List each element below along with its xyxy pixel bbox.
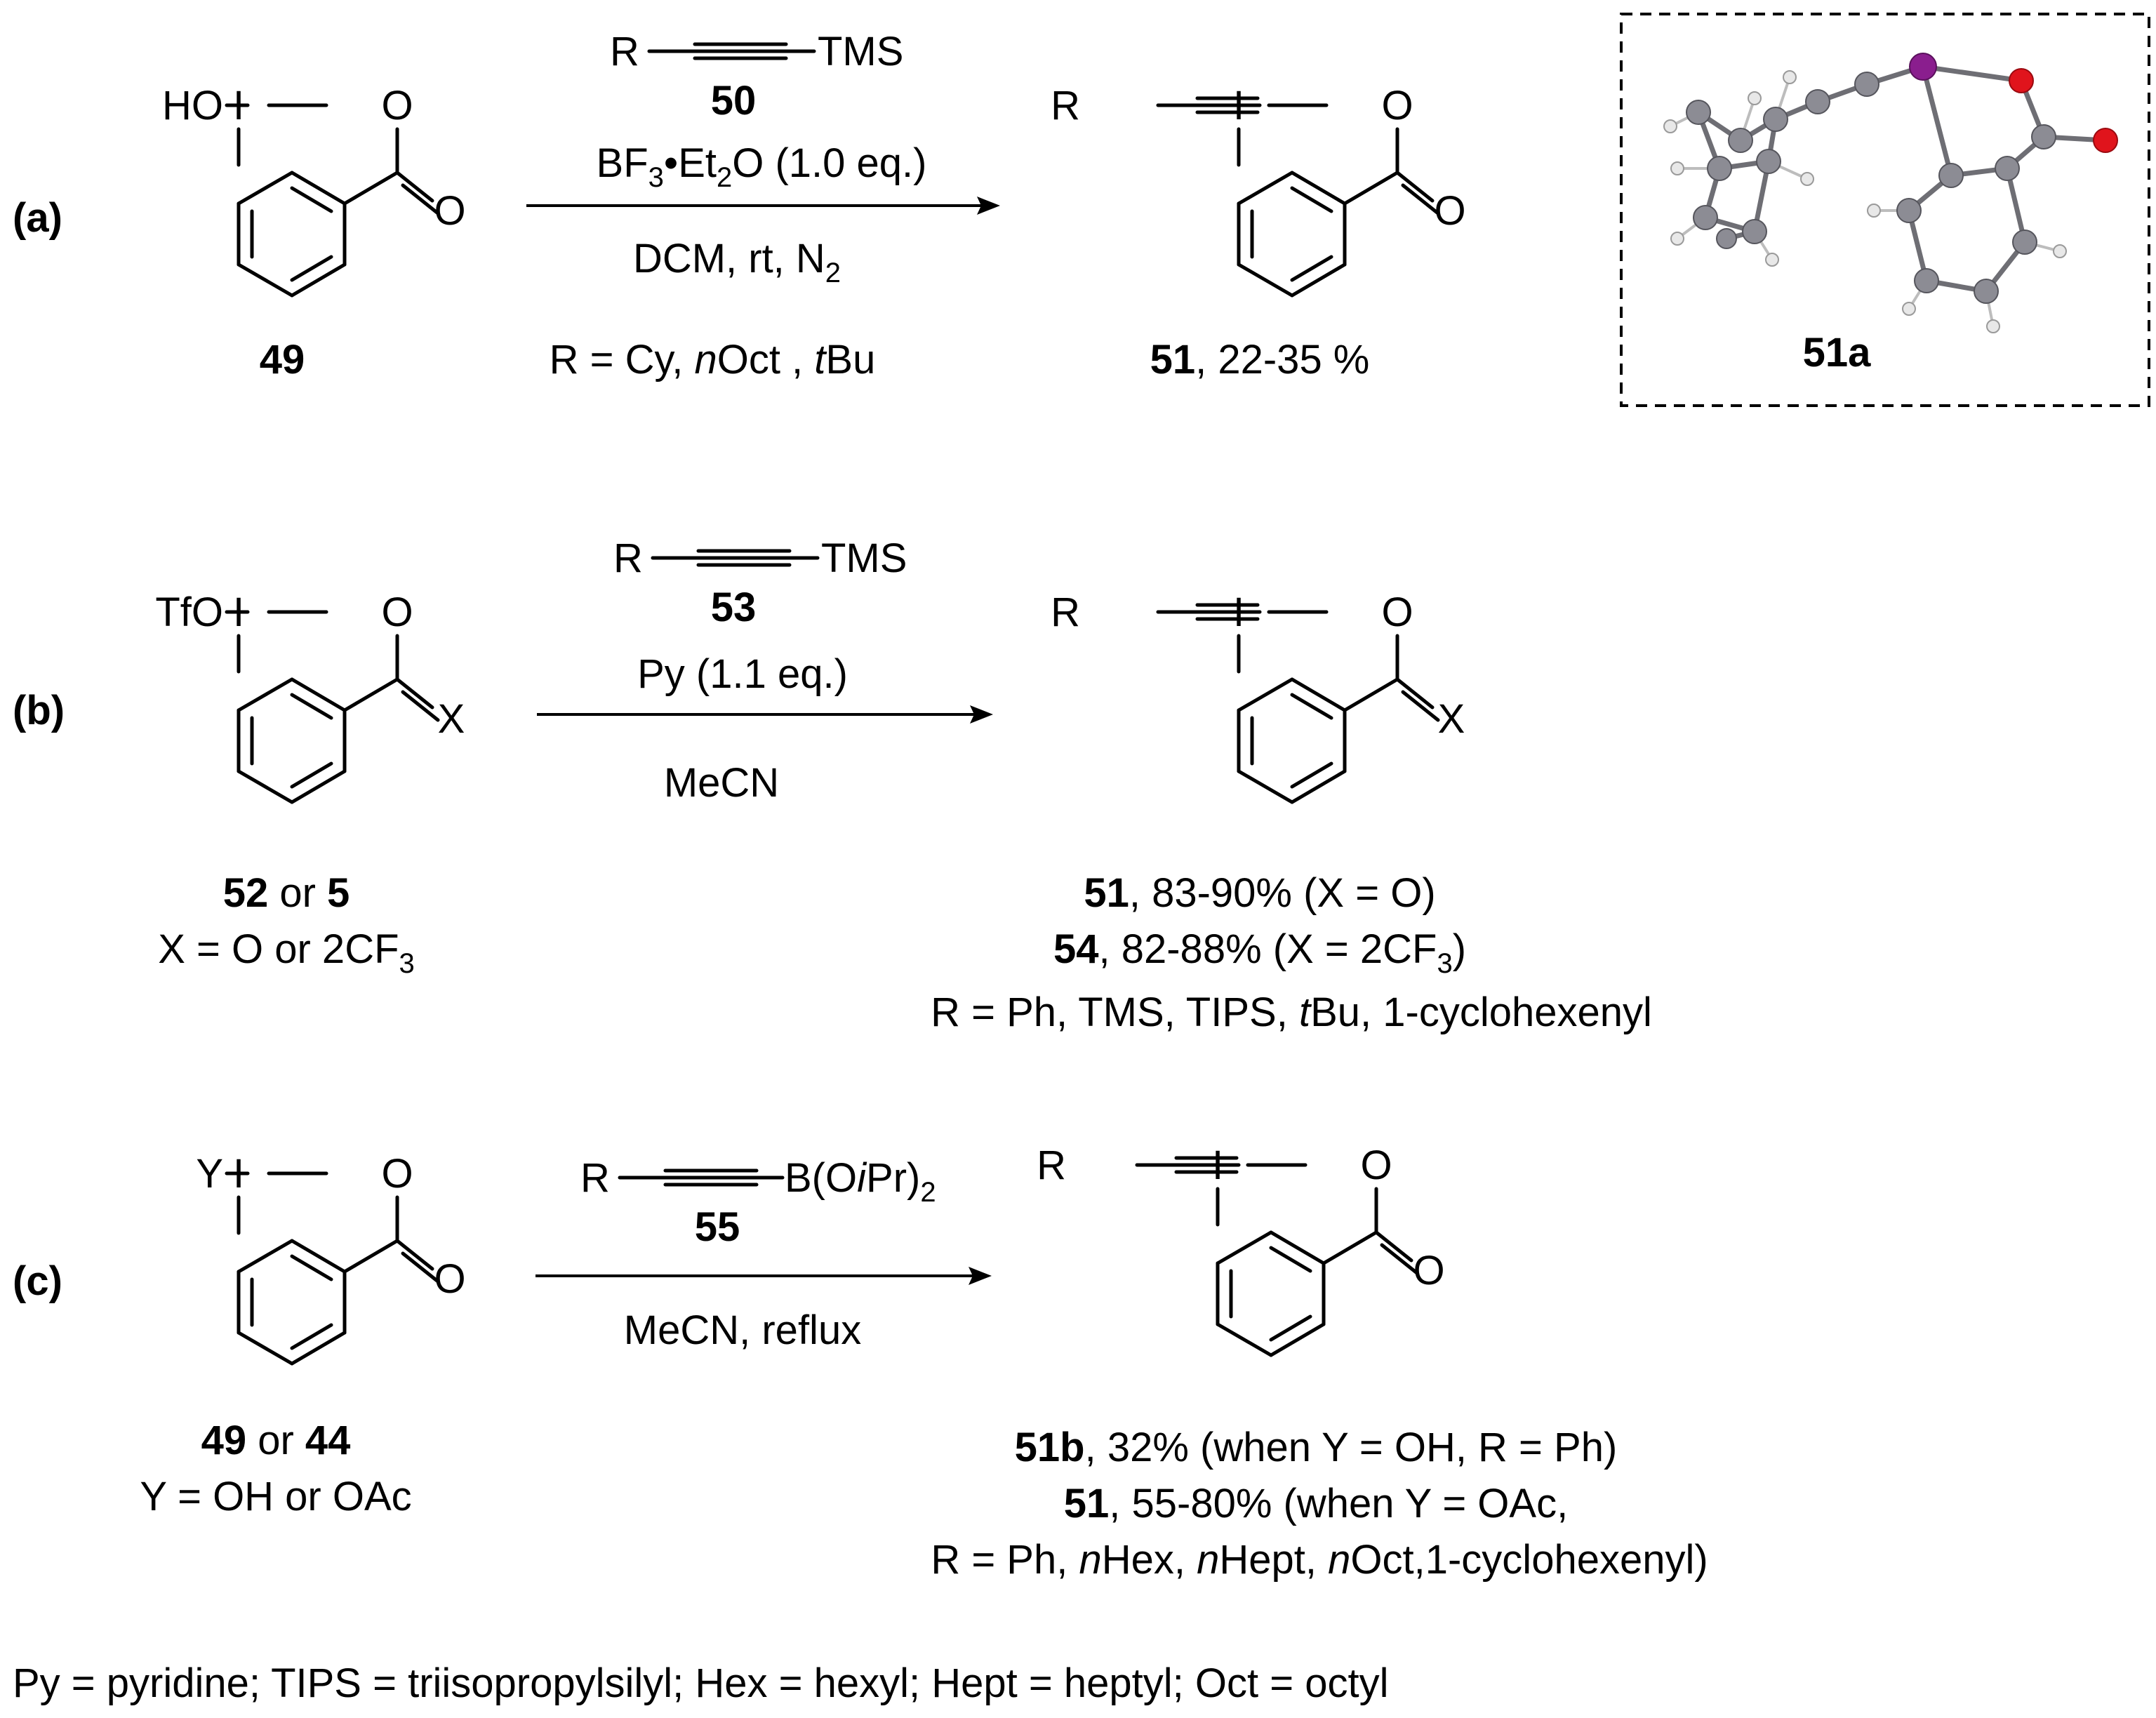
atom-x: X [438,696,465,742]
product-51-yield: 51, 83-90% (X = O) [1084,870,1435,916]
condition-dcm: DCM, rt, N2 [633,236,841,288]
r-definition: R = Cy, nOct , tBu [550,337,876,382]
carbonyl-oxygen-sphere [2093,128,2118,153]
reagent-boronate: B(OiPr)2 [785,1155,936,1208]
product-54-yield: 54, 82-88% (X = 2CF3) [1053,926,1466,979]
reagent-r: R [613,535,643,581]
atom-oxygen: O [1360,1143,1392,1188]
atom-carbonyl-oxygen: O [434,1256,465,1302]
atom-oxygen: O [381,1151,413,1197]
product-51b-yield: 51b, 32% (when Y = OH, R = Ph) [1015,1425,1618,1470]
panel-b: (b) I O X TfO 52 or 5 X = O or 2CF3 R TM… [13,535,1652,1035]
atom-oxygen: O [1381,590,1413,635]
iodine-substituent: TfO [155,590,223,635]
r-definition: R = Ph, TMS, TIPS, tBu, 1-cyclohexenyl [931,990,1652,1035]
reaction-arrow [526,197,1000,215]
panel-c: (c) I O O Y 49 or 44 Y = OH or OAc R B(O… [13,1143,1708,1583]
panel-a-label: (a) [13,195,62,241]
atom-iodine: I [1233,590,1244,635]
atom-oxygen: O [1381,83,1413,128]
condition-bf3: BF3•Et2O (1.0 eq.) [597,140,927,193]
atom-carbonyl-oxygen: O [1413,1248,1444,1293]
condition-py: Py (1.1 eq.) [637,651,848,697]
reaction-arrow [537,705,993,724]
r-definition: R = Ph, nHex, nHept, nOct,1-cyclohexenyl… [931,1537,1708,1583]
condition-mecn: MeCN [664,760,779,806]
atom-iodine: I [233,1151,244,1197]
product-r: R [1051,590,1080,635]
crystal-structure-model [1663,53,2118,333]
xray-label: 51a [1803,330,1872,375]
footnote-abbreviations: Py = pyridine; TIPS = triisopropylsilyl;… [13,1660,1388,1706]
iodine-atom-sphere [1909,53,1937,81]
atom-iodine: I [1233,83,1244,128]
x-definition: X = O or 2CF3 [158,926,415,979]
reagent-55: R B(OiPr)2 55 [580,1155,936,1250]
product-51-yield: 51, 55-80% (when Y = OAc, [1064,1481,1568,1526]
product-r: R [1037,1143,1066,1188]
reagent-r: R [610,29,639,74]
reagent-53: R TMS 53 [613,535,907,630]
iodine-substituent: Y [196,1151,223,1197]
reagent-number: 53 [711,585,757,630]
panel-a: (a) I O O HO 49 R TMS 50 BF3•Et2O (1.0 e… [13,13,2150,407]
atom-iodine: I [233,83,244,128]
product-r: R [1051,83,1080,128]
product-51-structure: I O O R [1051,83,1466,295]
reagent-r: R [580,1155,610,1201]
sm-number: 49 [260,337,305,382]
atom-iodine: I [1212,1143,1223,1188]
reagent-number: 55 [695,1204,740,1250]
sm-49-structure: I O O HO [162,83,466,295]
panel-c-label: (c) [13,1258,62,1304]
condition-mecn-reflux: MeCN, reflux [624,1307,861,1353]
reagent-50: R TMS 50 [610,29,903,124]
reagent-number: 50 [711,78,757,124]
atom-iodine: I [233,590,244,635]
iodine-substituent: HO [162,83,223,128]
atom-carbonyl-oxygen: O [1434,188,1465,234]
sm-52-structure: I O X TfO [155,590,465,802]
oxygen-atom-sphere [2009,68,2034,93]
product-51b-structure: I O O R [1037,1143,1445,1355]
sm-49-44-structure: I O O Y [196,1151,466,1364]
y-definition: Y = OH or OAc [140,1474,411,1519]
sm-number: 52 or 5 [223,870,350,916]
product-label: 51, 22-35 % [1150,337,1370,382]
product-51-54-structure: I O X R [1051,590,1465,802]
xray-structure-box: 51a [1620,13,2150,407]
panel-b-label: (b) [13,688,65,733]
atom-carbonyl-oxygen: O [434,188,465,234]
reagent-tms: TMS [818,29,903,74]
reagent-tms: TMS [821,535,907,581]
atom-oxygen: O [381,590,413,635]
atom-oxygen: O [381,83,413,128]
reaction-arrow [535,1267,992,1285]
sm-number: 49 or 44 [201,1418,351,1463]
atom-x: X [1438,696,1465,742]
